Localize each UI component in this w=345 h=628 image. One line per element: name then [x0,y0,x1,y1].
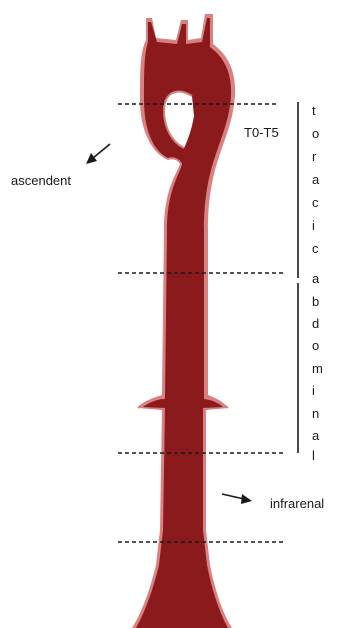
abdominal-letter: a [312,428,320,443]
abdominal-letter: m [312,361,323,376]
abdominal-letter: a [312,271,320,286]
abdominal-label: a b d o m i n a l [312,271,323,463]
aorta-shape [132,14,235,628]
toracic-letter: c [312,195,319,210]
abdominal-letter: b [312,294,319,309]
t0-t5-label: T0-T5 [244,125,279,140]
ascendent-label: ascendent [11,173,71,188]
abdominal-letter: d [312,316,319,331]
toracic-letter: c [312,241,319,256]
toracic-letter: i [312,218,315,233]
abdominal-letter: i [312,383,315,398]
arrow-right-icon [222,494,252,504]
infrarenal-label: infrarenal [270,496,324,511]
toracic-label: t o r a c i c [312,103,320,256]
toracic-letter: t [312,103,316,118]
abdominal-letter: o [312,338,319,353]
toracic-letter: a [312,172,320,187]
abdominal-letter: l [312,448,315,463]
abdominal-letter: n [312,406,319,421]
arrow-down-left-icon [86,144,110,164]
toracic-letter: o [312,126,319,141]
toracic-letter: r [312,149,317,164]
